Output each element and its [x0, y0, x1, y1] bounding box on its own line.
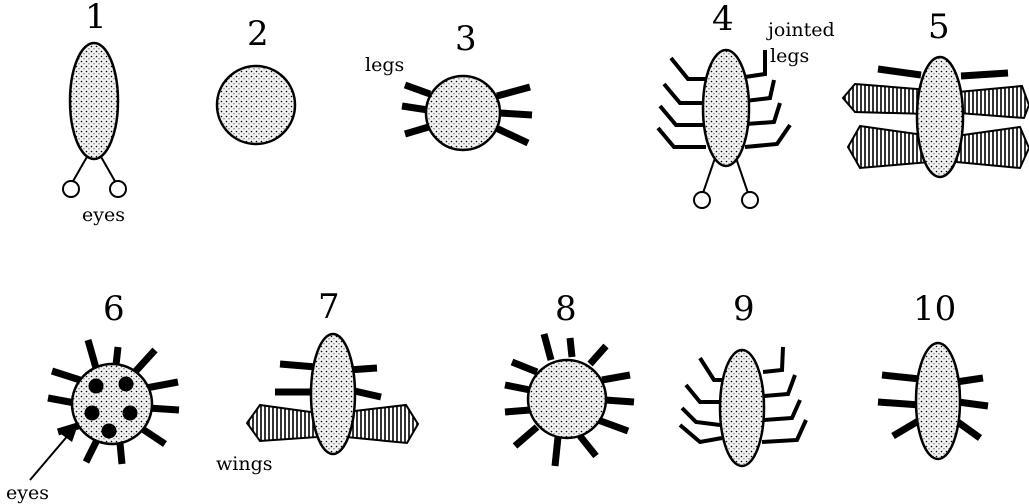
eye-right [742, 192, 758, 208]
wing [247, 405, 318, 441]
figure-number-3: 3 [455, 19, 477, 59]
label-legs: legs [365, 54, 404, 76]
figure-number-5: 5 [928, 7, 950, 47]
figure-number-9: 9 [733, 289, 755, 329]
body [311, 334, 355, 454]
wing [956, 127, 1029, 168]
label-legs: legs [770, 45, 809, 67]
wing [346, 405, 418, 443]
figure-number-7: 7 [318, 287, 340, 327]
figure-number-4: 4 [712, 0, 734, 39]
creature-5 [843, 57, 1029, 177]
creature-3: legs [365, 54, 532, 150]
creature-1: eyes [63, 43, 126, 226]
label-eyes: eyes [6, 482, 49, 504]
figure-number-1: 1 [85, 0, 107, 37]
eye-spot [85, 406, 100, 421]
creature-7: wings [216, 334, 418, 475]
label-wings: wings [216, 453, 273, 475]
creature-2 [217, 66, 295, 144]
label-eyes: eyes [82, 204, 125, 226]
body [917, 57, 963, 177]
body [70, 43, 118, 159]
creature-8 [505, 334, 634, 466]
creature-10 [878, 343, 988, 459]
eye-spot [89, 379, 104, 394]
eye-right [110, 181, 126, 197]
pointer-arrow [30, 433, 70, 480]
body [426, 76, 500, 150]
creature-6: eyes [6, 340, 179, 504]
eye-left [63, 181, 79, 197]
body [703, 50, 749, 166]
figure-number-2: 2 [247, 14, 269, 54]
wing [958, 86, 1029, 118]
body [916, 343, 960, 459]
eye-spot [123, 406, 138, 421]
figure-number-10: 10 [913, 289, 956, 329]
creature-4: jointed legs [658, 19, 835, 208]
eye-left [694, 192, 710, 208]
creature-9 [680, 347, 806, 466]
eye-spot [102, 424, 117, 439]
label-jointed: jointed [766, 19, 835, 41]
figure-number-6: 6 [103, 289, 125, 329]
figure-number-8: 8 [555, 289, 577, 329]
body [217, 66, 295, 144]
eye-spot [119, 377, 134, 392]
body [720, 350, 764, 466]
body [528, 360, 606, 438]
